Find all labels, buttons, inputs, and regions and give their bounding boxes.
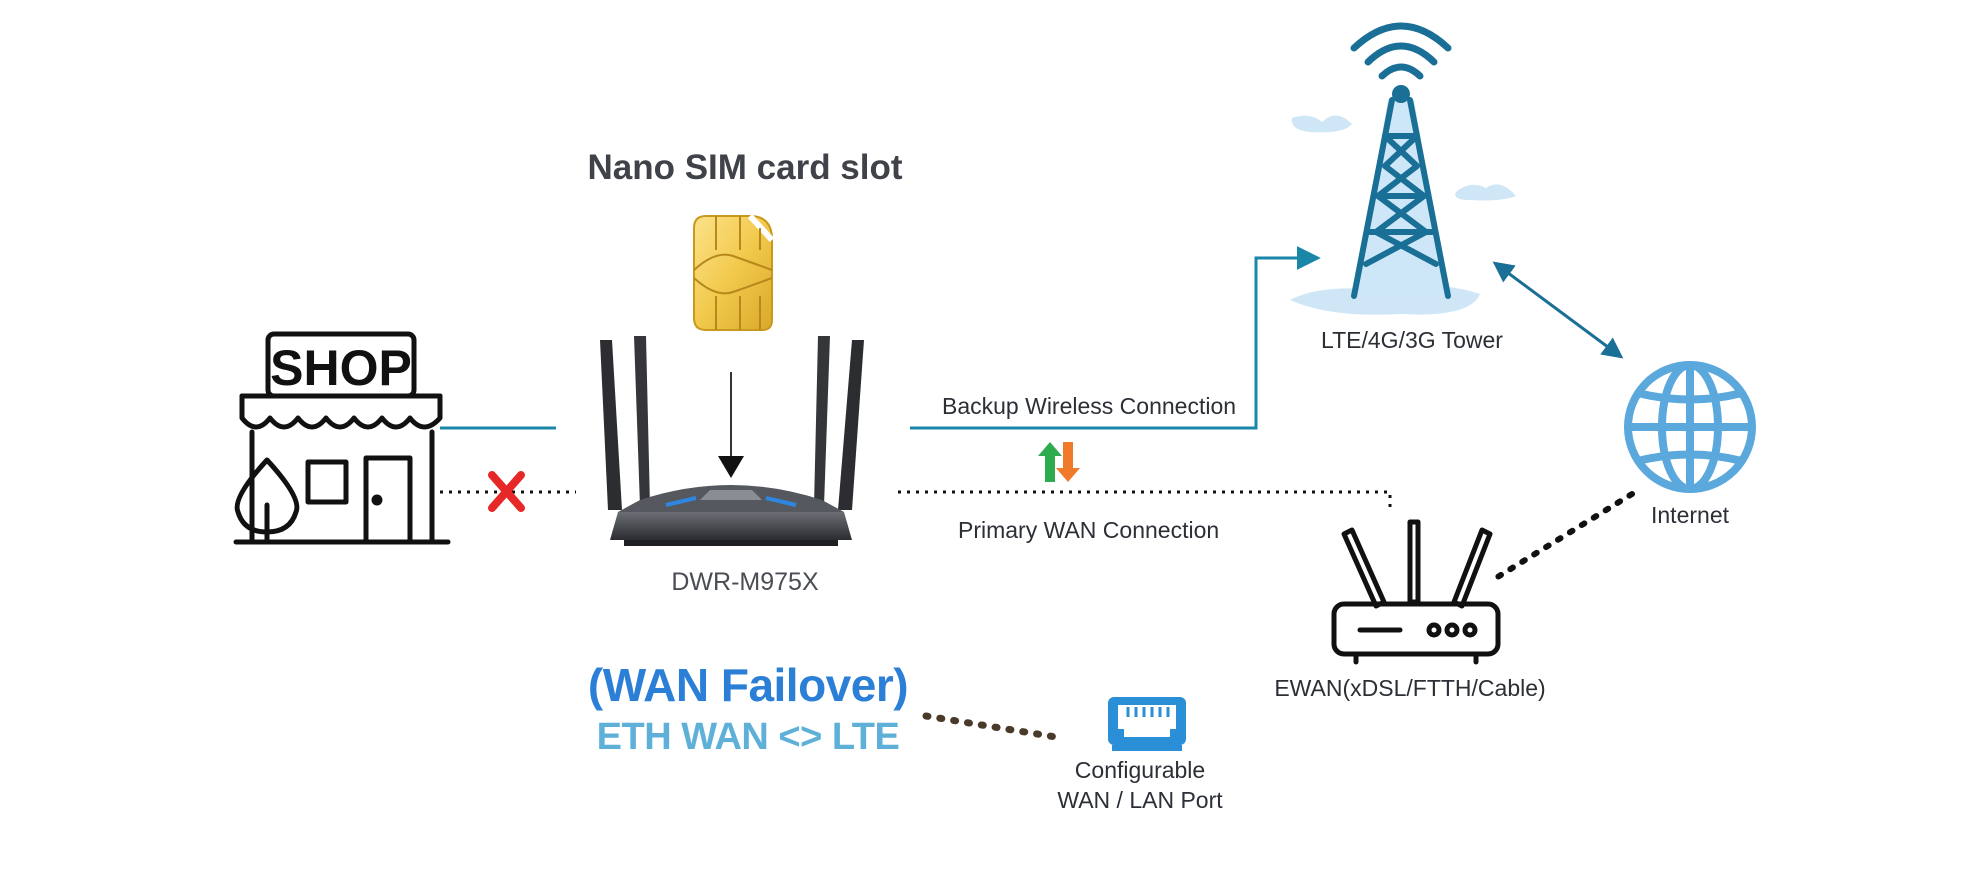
router-model-label: DWR-M975X xyxy=(671,568,819,596)
ethernet-port-icon xyxy=(1108,697,1186,751)
shop-icon: SHOP xyxy=(233,331,451,545)
ewan-label: EWAN(xDSL/FTTH/Cable) xyxy=(1274,675,1546,701)
cell-tower-icon xyxy=(1290,22,1516,315)
shop-sign-text: SHOP xyxy=(270,340,412,396)
primary-connection-label: Primary WAN Connection xyxy=(958,517,1220,543)
failover-subtitle: ETH WAN <> LTE xyxy=(596,716,900,758)
failover-title: (WAN Failover) xyxy=(587,659,909,711)
switch-arrows-icon xyxy=(1038,442,1080,482)
sim-slot-title: Nano SIM card slot xyxy=(587,148,903,187)
tower-label: LTE/4G/3G Tower xyxy=(1321,327,1503,353)
sim-card-icon xyxy=(693,213,775,331)
internet-label: Internet xyxy=(1651,502,1729,528)
modem-icon xyxy=(1331,519,1501,665)
port-dotted-link xyxy=(922,712,1066,742)
configurable-port-line1: Configurable xyxy=(1074,757,1206,783)
tower-internet-link xyxy=(1492,261,1624,359)
backup-wireless-line xyxy=(910,246,1321,430)
configurable-port-label: Configurable WAN / LAN Port xyxy=(1057,755,1222,815)
sim-insert-arrowhead xyxy=(718,456,744,478)
configurable-port-line2: WAN / LAN Port xyxy=(1057,787,1223,813)
internet-modem-dotted xyxy=(1493,491,1635,581)
router-icon xyxy=(600,336,864,546)
primary-wan-dotted xyxy=(898,490,1392,512)
backup-connection-label: Backup Wireless Connection xyxy=(942,393,1237,419)
x-mark-icon xyxy=(488,471,525,512)
globe-icon xyxy=(1624,361,1756,493)
